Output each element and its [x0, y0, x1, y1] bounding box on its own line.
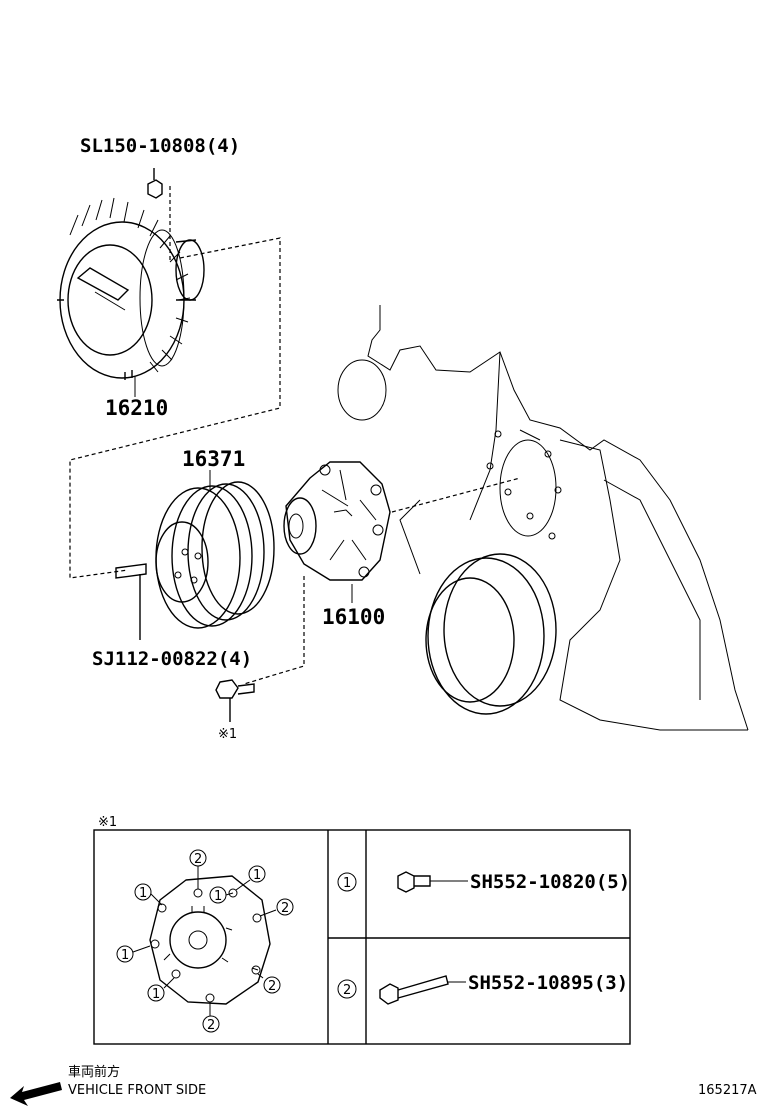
- bolt-mark: 1: [253, 868, 261, 883]
- bolt-mark: 2: [207, 1018, 215, 1033]
- fan-clutch-bolt-label: SL150-10808(4): [80, 135, 240, 157]
- fan-clutch-part-number: 16210: [105, 396, 168, 420]
- front-label-jp: 車両前方: [68, 1064, 120, 1080]
- pump-bolt-marks: 2 1 1 2 1 1 2 1 2 1: [116, 849, 294, 1033]
- crank-pulley-drawing: [425, 553, 557, 715]
- pump-face-detail: [149, 875, 271, 1005]
- figure-id: 165217A: [698, 1083, 757, 1098]
- bolt-mark: 2: [281, 901, 289, 916]
- row-mark: 1: [343, 876, 351, 891]
- pulley-drawing: [155, 481, 275, 629]
- fan-clutch-drawing: [57, 197, 205, 380]
- bolt-mark: 1: [139, 886, 147, 901]
- pump-bolt-drawing: [215, 679, 255, 722]
- stud-drawing: [115, 563, 147, 640]
- front-label-en: VEHICLE FRONT SIDE: [68, 1083, 206, 1098]
- water-pump-part-number: 16100: [322, 605, 385, 629]
- stud-label: SJ112-00822(4): [92, 648, 252, 670]
- water-pump-drawing: [283, 461, 391, 581]
- bolt-mark: 1: [152, 987, 160, 1002]
- front-arrow-icon: [10, 1082, 62, 1106]
- table-note-ref: ※1: [98, 815, 117, 830]
- table-row: 2 SH552-10895(3): [337, 972, 628, 1005]
- pulley-part-number: 16371: [182, 447, 245, 471]
- engine-block-outline: [337, 305, 749, 731]
- detail-table: [93, 829, 631, 1045]
- bolt-mark: 2: [194, 852, 202, 867]
- bolt-mark: 1: [121, 948, 129, 963]
- row-part-number: SH552-10895(3): [468, 972, 628, 994]
- bolt-mark: 1: [214, 889, 222, 904]
- fan-clutch-bolt-drawing: [147, 168, 163, 199]
- table-row: 1 SH552-10820(5): [337, 871, 630, 893]
- row-mark: 2: [343, 983, 351, 998]
- note-ref-label: ※1: [218, 727, 237, 742]
- bolt-mark: 2: [268, 979, 276, 994]
- row-part-number: SH552-10820(5): [470, 871, 630, 893]
